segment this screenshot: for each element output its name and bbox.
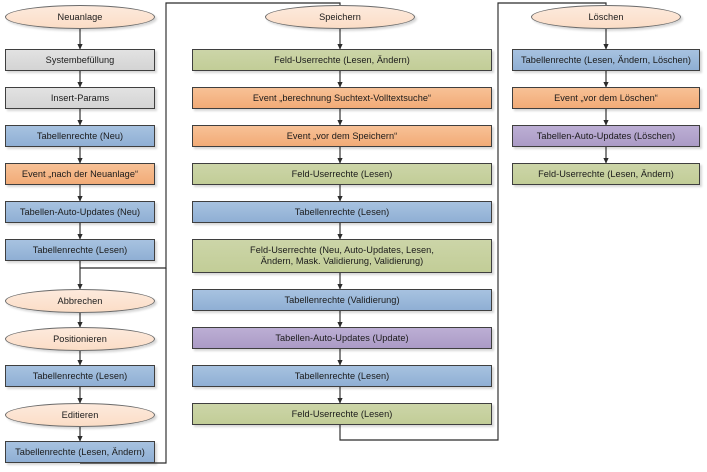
node-n10[interactable]: Tabellenrechte (Lesen) [5, 365, 155, 387]
node-s9[interactable]: Tabellen-Auto-Updates (Update) [192, 327, 492, 349]
node-n11[interactable]: Editieren [5, 403, 155, 427]
node-s7[interactable]: Feld-Userrechte (Neu, Auto-Updates, Lese… [192, 239, 492, 273]
node-n3[interactable]: Insert-Params [5, 87, 155, 109]
node-l1[interactable]: Löschen [531, 5, 681, 29]
node-l4[interactable]: Tabellen-Auto-Updates (Löschen) [512, 125, 700, 147]
node-n4[interactable]: Tabellenrechte (Neu) [5, 125, 155, 147]
node-s1[interactable]: Speichern [265, 5, 415, 29]
node-n5[interactable]: Event „nach der Neuanlage“ [5, 163, 155, 185]
node-s6[interactable]: Tabellenrechte (Lesen) [192, 201, 492, 223]
node-s10[interactable]: Tabellenrechte (Lesen) [192, 365, 492, 387]
node-s11[interactable]: Feld-Userrechte (Lesen) [192, 403, 492, 425]
node-s4[interactable]: Event „vor dem Speichern“ [192, 125, 492, 147]
node-n9[interactable]: Positionieren [5, 327, 155, 351]
node-l5[interactable]: Feld-Userrechte (Lesen, Ändern) [512, 163, 700, 185]
node-n1[interactable]: Neuanlage [5, 5, 155, 29]
node-n12[interactable]: Tabellenrechte (Lesen, Ändern) [5, 441, 155, 463]
node-l3[interactable]: Event „vor dem Löschen“ [512, 87, 700, 109]
node-s2[interactable]: Feld-Userrechte (Lesen, Ändern) [192, 49, 492, 71]
node-n2[interactable]: Systembefüllung [5, 49, 155, 71]
node-s5[interactable]: Feld-Userrechte (Lesen) [192, 163, 492, 185]
node-n7[interactable]: Tabellenrechte (Lesen) [5, 239, 155, 261]
node-n8[interactable]: Abbrechen [5, 289, 155, 313]
node-s8[interactable]: Tabellenrechte (Validierung) [192, 289, 492, 311]
node-s3[interactable]: Event „berechnung Suchtext-Volltextsuche… [192, 87, 492, 109]
node-l2[interactable]: Tabellenrechte (Lesen, Ändern, Löschen) [512, 49, 700, 71]
node-n6[interactable]: Tabellen-Auto-Updates (Neu) [5, 201, 155, 223]
